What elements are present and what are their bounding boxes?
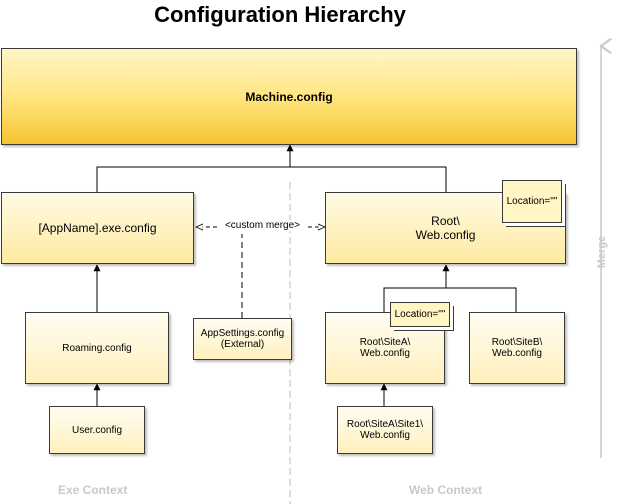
location-tag-root: Location="" <box>502 180 562 223</box>
appsettings-config-node: AppSettings.config (External) <box>193 318 292 360</box>
edge-to-machine-config <box>96 166 447 192</box>
roaming-config-node: Roaming.config <box>25 312 169 384</box>
custom-merge-label: <custom merge> <box>217 220 308 231</box>
merge-axis-label: Merge <box>596 235 608 269</box>
site1-web-config-node: Root\SiteA\Site1\ Web.config <box>337 406 433 454</box>
exe-context-label: Exe Context <box>58 483 128 497</box>
location-tag-sitea: Location="" <box>390 302 450 327</box>
diagram-title: Configuration Hierarchy <box>154 2 406 27</box>
web-context-label: Web Context <box>409 483 483 497</box>
edge-sites-to-root <box>383 287 517 312</box>
exe-config-node: [AppName].exe.config <box>1 192 194 264</box>
user-config-node: User.config <box>49 406 145 454</box>
machine-config-node: Machine.config <box>1 48 577 145</box>
siteb-web-config-node: Root\SiteB\ Web.config <box>469 312 565 384</box>
